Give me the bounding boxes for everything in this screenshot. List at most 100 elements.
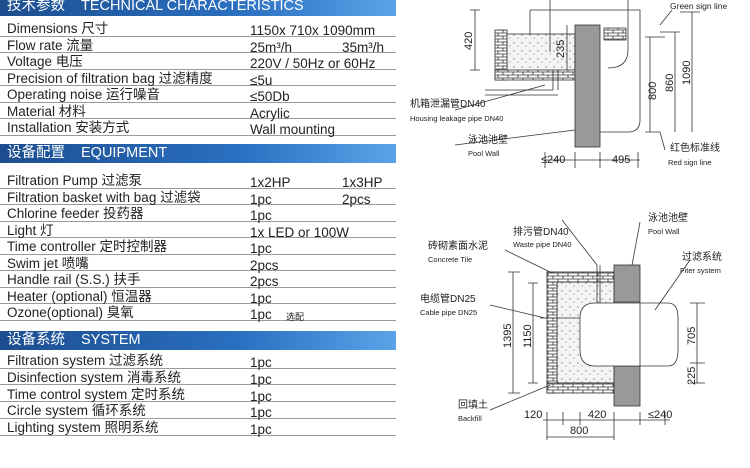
- top-diagram-labels: Green sign line 420 235 800 860 1090 机箱泄…: [410, 1, 727, 167]
- spec-row: Installation 安装方式 Wall mounting: [0, 119, 396, 137]
- dim-225: 225: [686, 367, 698, 385]
- dim-240: ≤240: [541, 154, 565, 166]
- pool-wall-cn: 泳池池壁: [468, 133, 508, 146]
- dim-705: 705: [686, 327, 698, 345]
- spec-label: Flow rate 流量: [7, 37, 94, 53]
- spec-value: ≤50Db: [250, 89, 290, 104]
- dim-235: 235: [555, 40, 567, 58]
- system-header: 设备系统 SYSTEM: [0, 331, 396, 350]
- bottom-diagram-labels: 排污管DN40 Waste pipe DN40 泳池池壁 Pool Wall 砖…: [420, 211, 722, 437]
- spec-label: Voltage 电压: [7, 54, 83, 69]
- spec-row: Voltage 电压 220V / 50Hz or 60Hz: [0, 53, 396, 71]
- housing-outline: [530, 9, 641, 133]
- bottom-diagram: [489, 219, 705, 440]
- spec-value-alt: 2pcs: [342, 191, 371, 207]
- dim-420: 420: [463, 32, 475, 50]
- pool-wall: [574, 24, 601, 148]
- spec-label: Heater (optional) 恒温器: [7, 288, 152, 304]
- spec-row: Filtration basket with bag 过滤袋 1pc 2pcs: [0, 189, 396, 207]
- spec-label: Material 材料: [7, 103, 86, 119]
- dim-800: 800: [570, 425, 588, 437]
- spec-label: Ozone(optional) 臭氧: [7, 305, 134, 320]
- spec-value: 1pc: [250, 405, 272, 421]
- spec-value: 1pc: [250, 422, 272, 438]
- spec-value: 1pc: [250, 290, 272, 306]
- pool-wall-cn: 泳池池壁: [648, 211, 688, 224]
- header-cn: 设备配置: [7, 145, 65, 161]
- spec-row: Circle system 循环系统 1pc: [0, 402, 396, 421]
- spec-value: 1pc: [250, 355, 272, 370]
- equipment-header: 设备配置 EQUIPMENT: [0, 144, 396, 163]
- concrete-tile-en: Concrete Tile: [428, 255, 472, 264]
- spec-value-alt: 35m³/h: [342, 39, 385, 55]
- spec-value: 1x LED or 100W: [250, 224, 350, 240]
- backfill-cn: 回填土: [458, 398, 488, 411]
- spec-row: Dimensions 尺寸 1150x 710x 1090mm: [0, 20, 396, 38]
- spec-value: 1150x 710x 1090mm: [250, 23, 376, 38]
- spec-value: 1pc: [250, 191, 272, 207]
- installation-diagrams: Green sign line 420 235 800 860 1090 机箱泄…: [410, 0, 727, 440]
- spec-label: Swim jet 喷嘴: [7, 255, 89, 271]
- pool-wall-en: Pool Wall: [648, 227, 680, 236]
- concrete-tile-cn: 砖砌素面水泥: [428, 239, 488, 252]
- spec-row: Handle rail (S.S.) 扶手 2pcs: [0, 271, 396, 289]
- spec-label: Installation 安装方式: [7, 120, 130, 135]
- spec-label: Time controller 定时控制器: [7, 239, 168, 254]
- spec-value: ≤5u: [250, 72, 273, 88]
- spec-label: Time control system 定时系统: [7, 386, 186, 402]
- leak-pipe-en: Housing leakage pipe DN40: [410, 114, 503, 123]
- header-en: SYSTEM: [81, 332, 141, 348]
- spec-label: Filtration basket with bag 过滤袋: [7, 189, 201, 205]
- dim-860: 860: [664, 74, 676, 92]
- spec-value: Acrylic: [250, 105, 290, 121]
- spec-label: Chlorine feeder 投药器: [7, 206, 144, 221]
- waste-pipe-cn: 排污管DN40: [513, 225, 569, 238]
- spec-label: Disinfection system 消毒系统: [7, 369, 182, 385]
- spec-value: 1pc: [250, 388, 272, 404]
- pool-wall-lower: [613, 365, 641, 407]
- pool-wall-en: Pool Wall: [468, 149, 500, 158]
- dim-1090: 1090: [681, 61, 693, 85]
- header-cn: 设备系统: [7, 332, 65, 348]
- spec-label: Operating noise 运行噪音: [7, 87, 161, 102]
- spec-label: Circle system 循环系统: [7, 403, 146, 419]
- header-en: EQUIPMENT: [81, 145, 168, 161]
- filter-system-cn: 过滤系统: [682, 250, 722, 263]
- cable-pipe-cn: 电缆管DN25: [420, 292, 476, 305]
- green-sign-label: Green sign line: [670, 1, 727, 11]
- spec-row: Material 材料 Acrylic: [0, 103, 396, 121]
- leak-pipe-cn: 机箱泄漏管DN40: [410, 97, 486, 110]
- spec-value: 2pcs: [250, 274, 279, 289]
- spec-label: Filtration Pump 过滤泵: [7, 173, 143, 188]
- header-cn: 技术参数: [7, 0, 65, 14]
- spec-value: Wall mounting: [250, 122, 336, 137]
- pool-wall-upper: [613, 264, 641, 303]
- header-en: TECHNICAL CHARACTERISTICS: [81, 0, 304, 14]
- spec-value-alt: 1x3HP: [342, 175, 383, 190]
- technical-header: 技术参数 TECHNICAL CHARACTERISTICS: [0, 0, 396, 16]
- spec-note: 选配: [286, 312, 305, 322]
- waste-pipe-en: Waste pipe DN40: [513, 240, 572, 249]
- dim-495: 495: [612, 154, 630, 166]
- spec-label: Light 灯: [7, 222, 54, 238]
- red-sign-cn: 红色标准线: [670, 141, 720, 154]
- spec-label: Dimensions 尺寸: [7, 21, 109, 36]
- dim-800: 800: [647, 82, 659, 100]
- spec-label: Filtration system 过滤系统: [7, 353, 164, 368]
- spec-row: Time control system 定时系统 1pc: [0, 386, 396, 404]
- dim-120: 120: [524, 409, 542, 421]
- spec-row: Light 灯 1x LED or 100W: [0, 222, 396, 240]
- spec-row: Operating noise 运行噪音 ≤50Db: [0, 86, 396, 104]
- spec-row: Heater (optional) 恒温器 1pc: [0, 288, 396, 306]
- spec-label: Precision of filtration bag 过滤精度: [7, 70, 213, 86]
- dim-240: ≤240: [648, 409, 672, 421]
- spec-value: 220V / 50Hz or 60Hz: [250, 56, 376, 71]
- filter-system-en: Fiter system: [680, 266, 721, 275]
- spec-label: Handle rail (S.S.) 扶手: [7, 272, 141, 287]
